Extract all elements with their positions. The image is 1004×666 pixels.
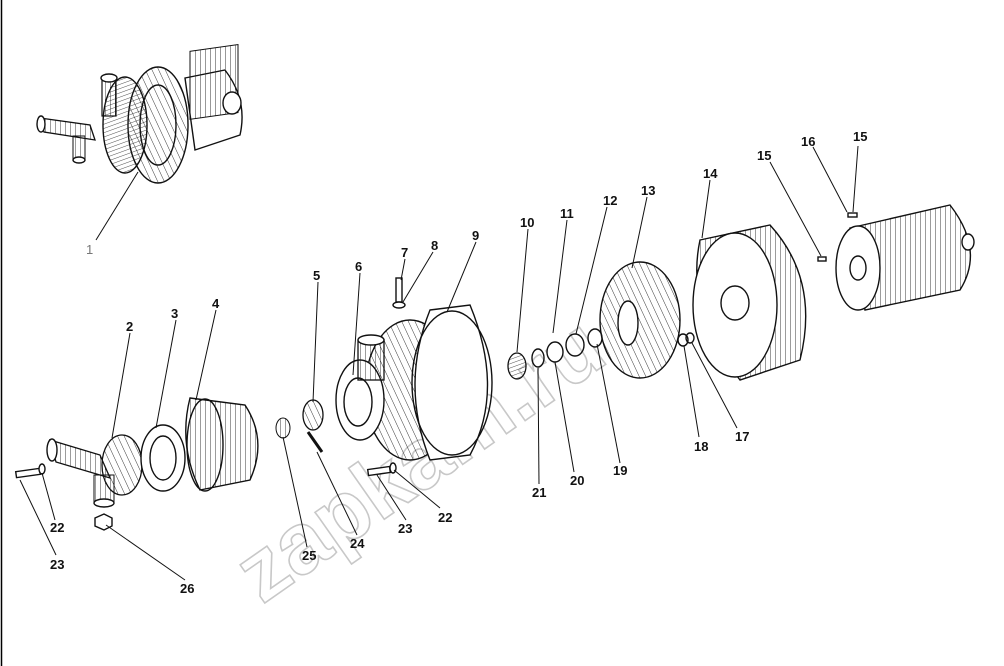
key-part-15b bbox=[847, 212, 858, 218]
motor-part-16 bbox=[835, 204, 975, 311]
casing-ring-part-4 bbox=[185, 397, 259, 492]
callout-18: 18 bbox=[694, 439, 708, 454]
callout-11: 11 bbox=[560, 206, 574, 221]
callout-14: 14 bbox=[703, 166, 718, 181]
callout-9: 9 bbox=[472, 228, 479, 243]
seal-ring-parts-17-18 bbox=[677, 332, 695, 347]
callout-22-left: 22 bbox=[50, 520, 64, 535]
callout-2: 2 bbox=[126, 319, 133, 334]
key-part-15a bbox=[817, 256, 827, 262]
impeller-part-13 bbox=[599, 261, 681, 379]
callout-22-middle: 22 bbox=[438, 510, 452, 525]
bracket-housing-part-14 bbox=[692, 224, 807, 381]
leader-lines bbox=[19, 145, 859, 581]
callout-4: 4 bbox=[212, 296, 220, 311]
callout-23-middle: 23 bbox=[398, 521, 412, 536]
callout-3: 3 bbox=[171, 306, 178, 321]
callout-24: 24 bbox=[350, 536, 365, 551]
callout-labels: 1 2 3 4 5 6 7 8 9 10 11 12 13 14 15 15 1… bbox=[50, 129, 867, 596]
callout-16: 16 bbox=[801, 134, 815, 149]
callout-26: 26 bbox=[180, 581, 194, 596]
callout-23-left: 23 bbox=[50, 557, 64, 572]
callout-21: 21 bbox=[532, 485, 546, 500]
seal-set-parts-10-12-20-21 bbox=[507, 328, 603, 380]
callout-1: 1 bbox=[86, 242, 93, 257]
callout-7: 7 bbox=[401, 245, 408, 260]
callout-5: 5 bbox=[313, 268, 320, 283]
callout-13: 13 bbox=[641, 183, 655, 198]
callout-19: 19 bbox=[613, 463, 627, 478]
callout-15-right: 15 bbox=[853, 129, 867, 144]
callout-8: 8 bbox=[431, 238, 438, 253]
callout-17: 17 bbox=[735, 429, 749, 444]
callout-12: 12 bbox=[603, 193, 617, 208]
callout-15-left: 15 bbox=[757, 148, 771, 163]
assembled-pump-part-1 bbox=[36, 43, 243, 184]
bolt-and-washer-left bbox=[14, 463, 46, 479]
bolt-part-7-washer-8 bbox=[392, 277, 406, 309]
callout-25: 25 bbox=[302, 548, 316, 563]
gasket-part-3 bbox=[140, 424, 186, 492]
small-parts-5-24-25 bbox=[275, 399, 324, 453]
callout-6: 6 bbox=[355, 259, 362, 274]
suction-elbow-part-2 bbox=[46, 434, 143, 508]
cover-plate-part-9 bbox=[411, 304, 493, 461]
callout-20: 20 bbox=[570, 473, 584, 488]
callout-10: 10 bbox=[520, 215, 534, 230]
